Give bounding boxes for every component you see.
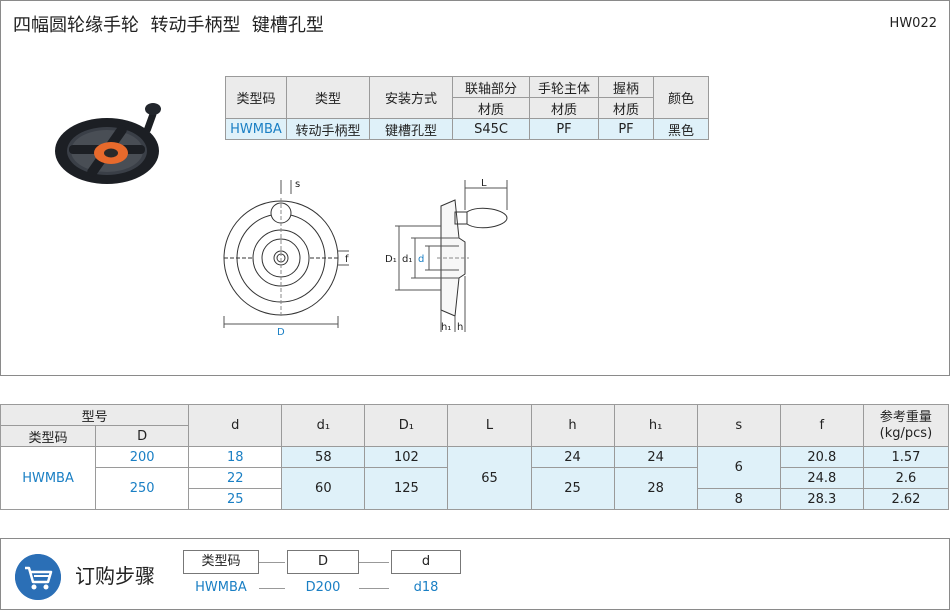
dims-header-L: L	[447, 404, 532, 447]
spec-install: 键槽孔型	[369, 118, 453, 140]
spec-header-body: 手轮主体	[529, 76, 599, 98]
dims-header-f: f	[779, 404, 864, 447]
dims-s-6: 6	[696, 446, 781, 489]
dims-header-type-code: 类型码	[0, 425, 97, 447]
spec-type-code: HWMBA	[225, 118, 287, 140]
dims-weight-2-6: 2.6	[862, 467, 950, 489]
dimension-table: 型号 d d₁ D₁ L h h₁ s f 参考重量(kg/pcs) 类型码 D…	[0, 404, 950, 510]
dims-d1-58: 58	[281, 446, 366, 468]
label-d: d	[418, 254, 424, 265]
dims-weight-2-62: 2.62	[862, 488, 950, 510]
dims-D1-102: 102	[364, 446, 449, 468]
label-h: h	[457, 322, 463, 333]
step-value-d: d18	[413, 580, 439, 595]
spec-header-type-code: 类型码	[225, 76, 287, 119]
spec-header-material: 材质	[529, 97, 599, 119]
step-connector	[359, 562, 389, 563]
label-s: s	[295, 179, 300, 190]
step-box-D: D	[287, 550, 359, 574]
step-box-type-code: 类型码	[183, 550, 259, 574]
dims-header-h1: h₁	[613, 404, 698, 447]
dims-header-s: s	[696, 404, 781, 447]
dims-D-200: 200	[95, 446, 190, 468]
product-code: HW022	[889, 16, 937, 31]
front-view	[223, 180, 349, 328]
spec-header-color: 颜色	[653, 76, 709, 119]
dims-f-20-8: 20.8	[779, 446, 864, 468]
product-panel: 四幅圆轮缘手轮 转动手柄型 键槽孔型 HW022	[0, 0, 950, 376]
page-title: 四幅圆轮缘手轮 转动手柄型 键槽孔型	[13, 15, 324, 36]
dims-d-22: 22	[188, 467, 283, 489]
dims-weight-1-57: 1.57	[862, 446, 950, 468]
label-d1: d₁	[402, 254, 412, 265]
spec-header-handle: 握柄	[598, 76, 654, 98]
dims-D1-125: 125	[364, 467, 449, 510]
step-connector	[259, 562, 285, 563]
dims-h1-24: 24	[613, 446, 698, 468]
step-box-d: d	[391, 550, 461, 574]
label-f: f	[345, 254, 349, 265]
spec-header-type: 类型	[286, 76, 370, 119]
weight-label: 参考重量	[879, 409, 932, 425]
dims-h-25: 25	[530, 467, 615, 510]
dims-h-24: 24	[530, 446, 615, 468]
spec-shaft-material: S45C	[452, 118, 530, 140]
label-h1: h₁	[441, 322, 451, 333]
spec-type: 转动手柄型	[286, 118, 370, 140]
spec-table: 类型码 类型 安装方式 联轴部分 手轮主体 握柄 颜色 材质 材质 材质 HWM…	[225, 76, 709, 140]
spec-header-material: 材质	[452, 97, 530, 119]
step-value-type-code: HWMBA	[195, 580, 247, 595]
dims-d-25: 25	[188, 488, 283, 510]
dims-s-8: 8	[696, 488, 781, 510]
spec-header-install: 安装方式	[369, 76, 453, 119]
dims-header-weight: 参考重量(kg/pcs)	[862, 404, 950, 447]
dims-header-D1: D₁	[364, 404, 449, 447]
handwheel-photo	[55, 103, 161, 184]
weight-unit: (kg/pcs)	[879, 425, 933, 441]
dims-d1-60: 60	[281, 467, 366, 510]
label-D: D	[277, 327, 285, 336]
label-D1: D₁	[385, 254, 397, 265]
dims-header-model: 型号	[0, 404, 190, 426]
technical-drawing: s f D L D₁ d₁ d h₁ h	[223, 178, 508, 336]
spec-color: 黑色	[653, 118, 709, 140]
dims-d-18: 18	[188, 446, 283, 468]
step-value-D: D200	[305, 580, 341, 595]
step-connector	[359, 588, 389, 589]
dims-f-28-3: 28.3	[779, 488, 864, 510]
dims-L: 65	[447, 446, 532, 510]
dims-type-code: HWMBA	[0, 446, 97, 510]
dims-header-h: h	[530, 404, 615, 447]
spec-body-material: PF	[529, 118, 599, 140]
order-steps-panel: 订购步骤 类型码 D d HWMBA D200 d18	[0, 538, 950, 610]
dims-f-24-8: 24.8	[779, 467, 864, 489]
spec-handle-material: PF	[598, 118, 654, 140]
dims-h1-28: 28	[613, 467, 698, 510]
dims-D-250: 250	[95, 467, 190, 510]
step-connector	[259, 588, 285, 589]
spec-header-shaft: 联轴部分	[452, 76, 530, 98]
side-view	[395, 180, 508, 332]
dims-header-d1: d₁	[281, 404, 366, 447]
dims-header-d: d	[188, 404, 283, 447]
order-title: 订购步骤	[75, 564, 155, 588]
cart-icon	[15, 554, 61, 600]
dims-header-D: D	[95, 425, 190, 447]
label-L: L	[481, 178, 487, 189]
spec-header-material: 材质	[598, 97, 654, 119]
